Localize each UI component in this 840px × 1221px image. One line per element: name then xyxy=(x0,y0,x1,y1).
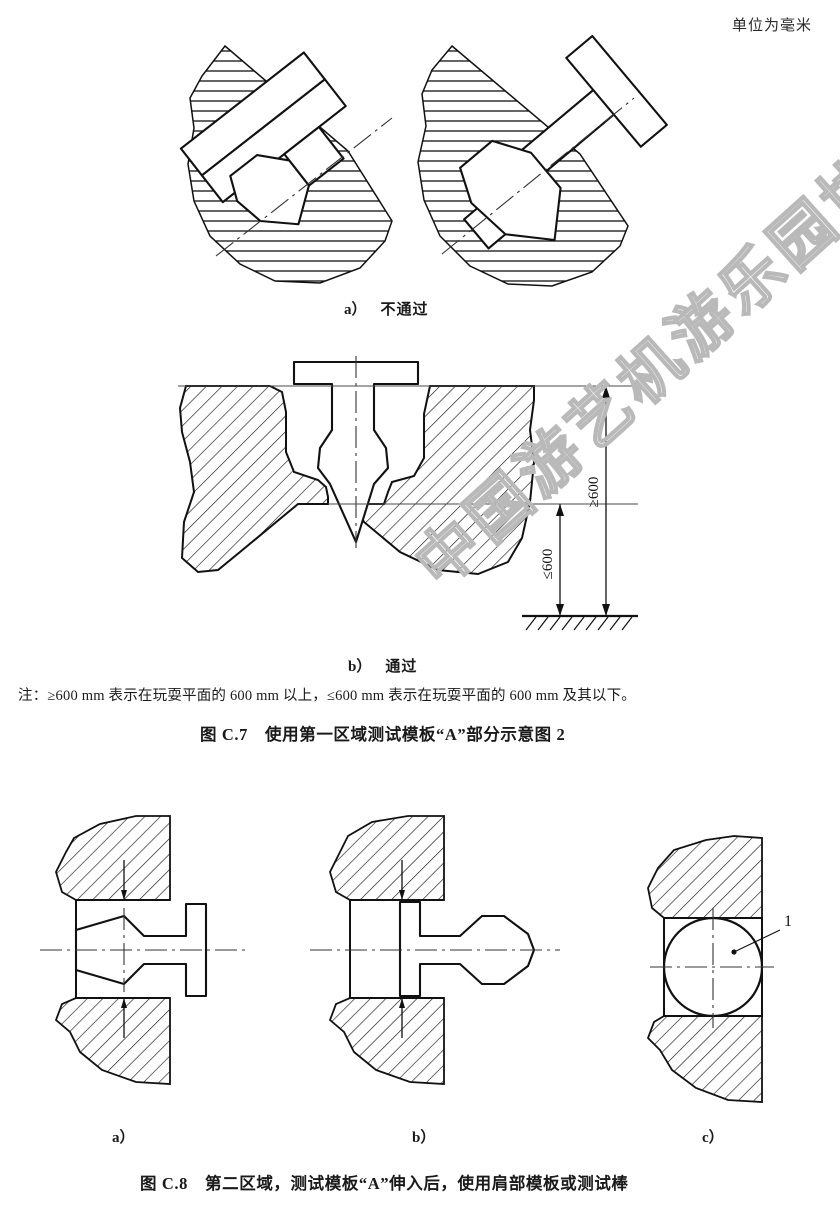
dimension-upper-label: ≥600 xyxy=(586,477,602,508)
figure-c7-a-left-drawing xyxy=(179,36,410,296)
figure-c7-b-drawing xyxy=(178,352,638,642)
figure-c8-b-drawing xyxy=(292,812,587,1112)
figure-c7-sublabel-b-text: 通过 xyxy=(385,659,418,675)
figure-c8-a-drawing xyxy=(40,812,285,1112)
figure-c7-caption: 图 C.7 使用第一区域测试模板“A”部分示意图 2 xyxy=(200,725,566,744)
figure-c8-sublabel-b: b） xyxy=(412,1130,436,1146)
figure-c7-sublabel-b-tag: b） xyxy=(348,659,372,675)
figure-c7-a-right-drawing xyxy=(412,34,668,296)
dimension-lower-label: ≤600 xyxy=(540,549,556,580)
figure-c8-sublabel-a: a） xyxy=(112,1130,135,1146)
figure-c8-sublabel-c: c） xyxy=(702,1130,724,1146)
figure-c8-part-number: 1 xyxy=(784,913,792,930)
figure-c7-b-dimensions: ≥600 ≤600 xyxy=(520,352,700,642)
figure-c7-note: 注：≥600 mm 表示在玩耍平面的 600 mm 以上，≤600 mm 表示在… xyxy=(18,688,636,704)
figure-c8-caption: 图 C.8 第二区域，测试模板“A”伸入后，使用肩部模板或测试棒 xyxy=(140,1174,629,1193)
figure-c8-c-drawing: 1 xyxy=(622,812,840,1112)
figure-c7-sublabel-b: b） 通过 xyxy=(348,655,417,676)
figure-c7-sublabel-a: a） 不通过 xyxy=(344,298,429,319)
unit-note: 单位为毫米 xyxy=(731,18,812,34)
figure-c7-sublabel-a-tag: a） xyxy=(344,302,367,318)
figure-c7-sublabel-a-text: 不通过 xyxy=(380,302,429,318)
